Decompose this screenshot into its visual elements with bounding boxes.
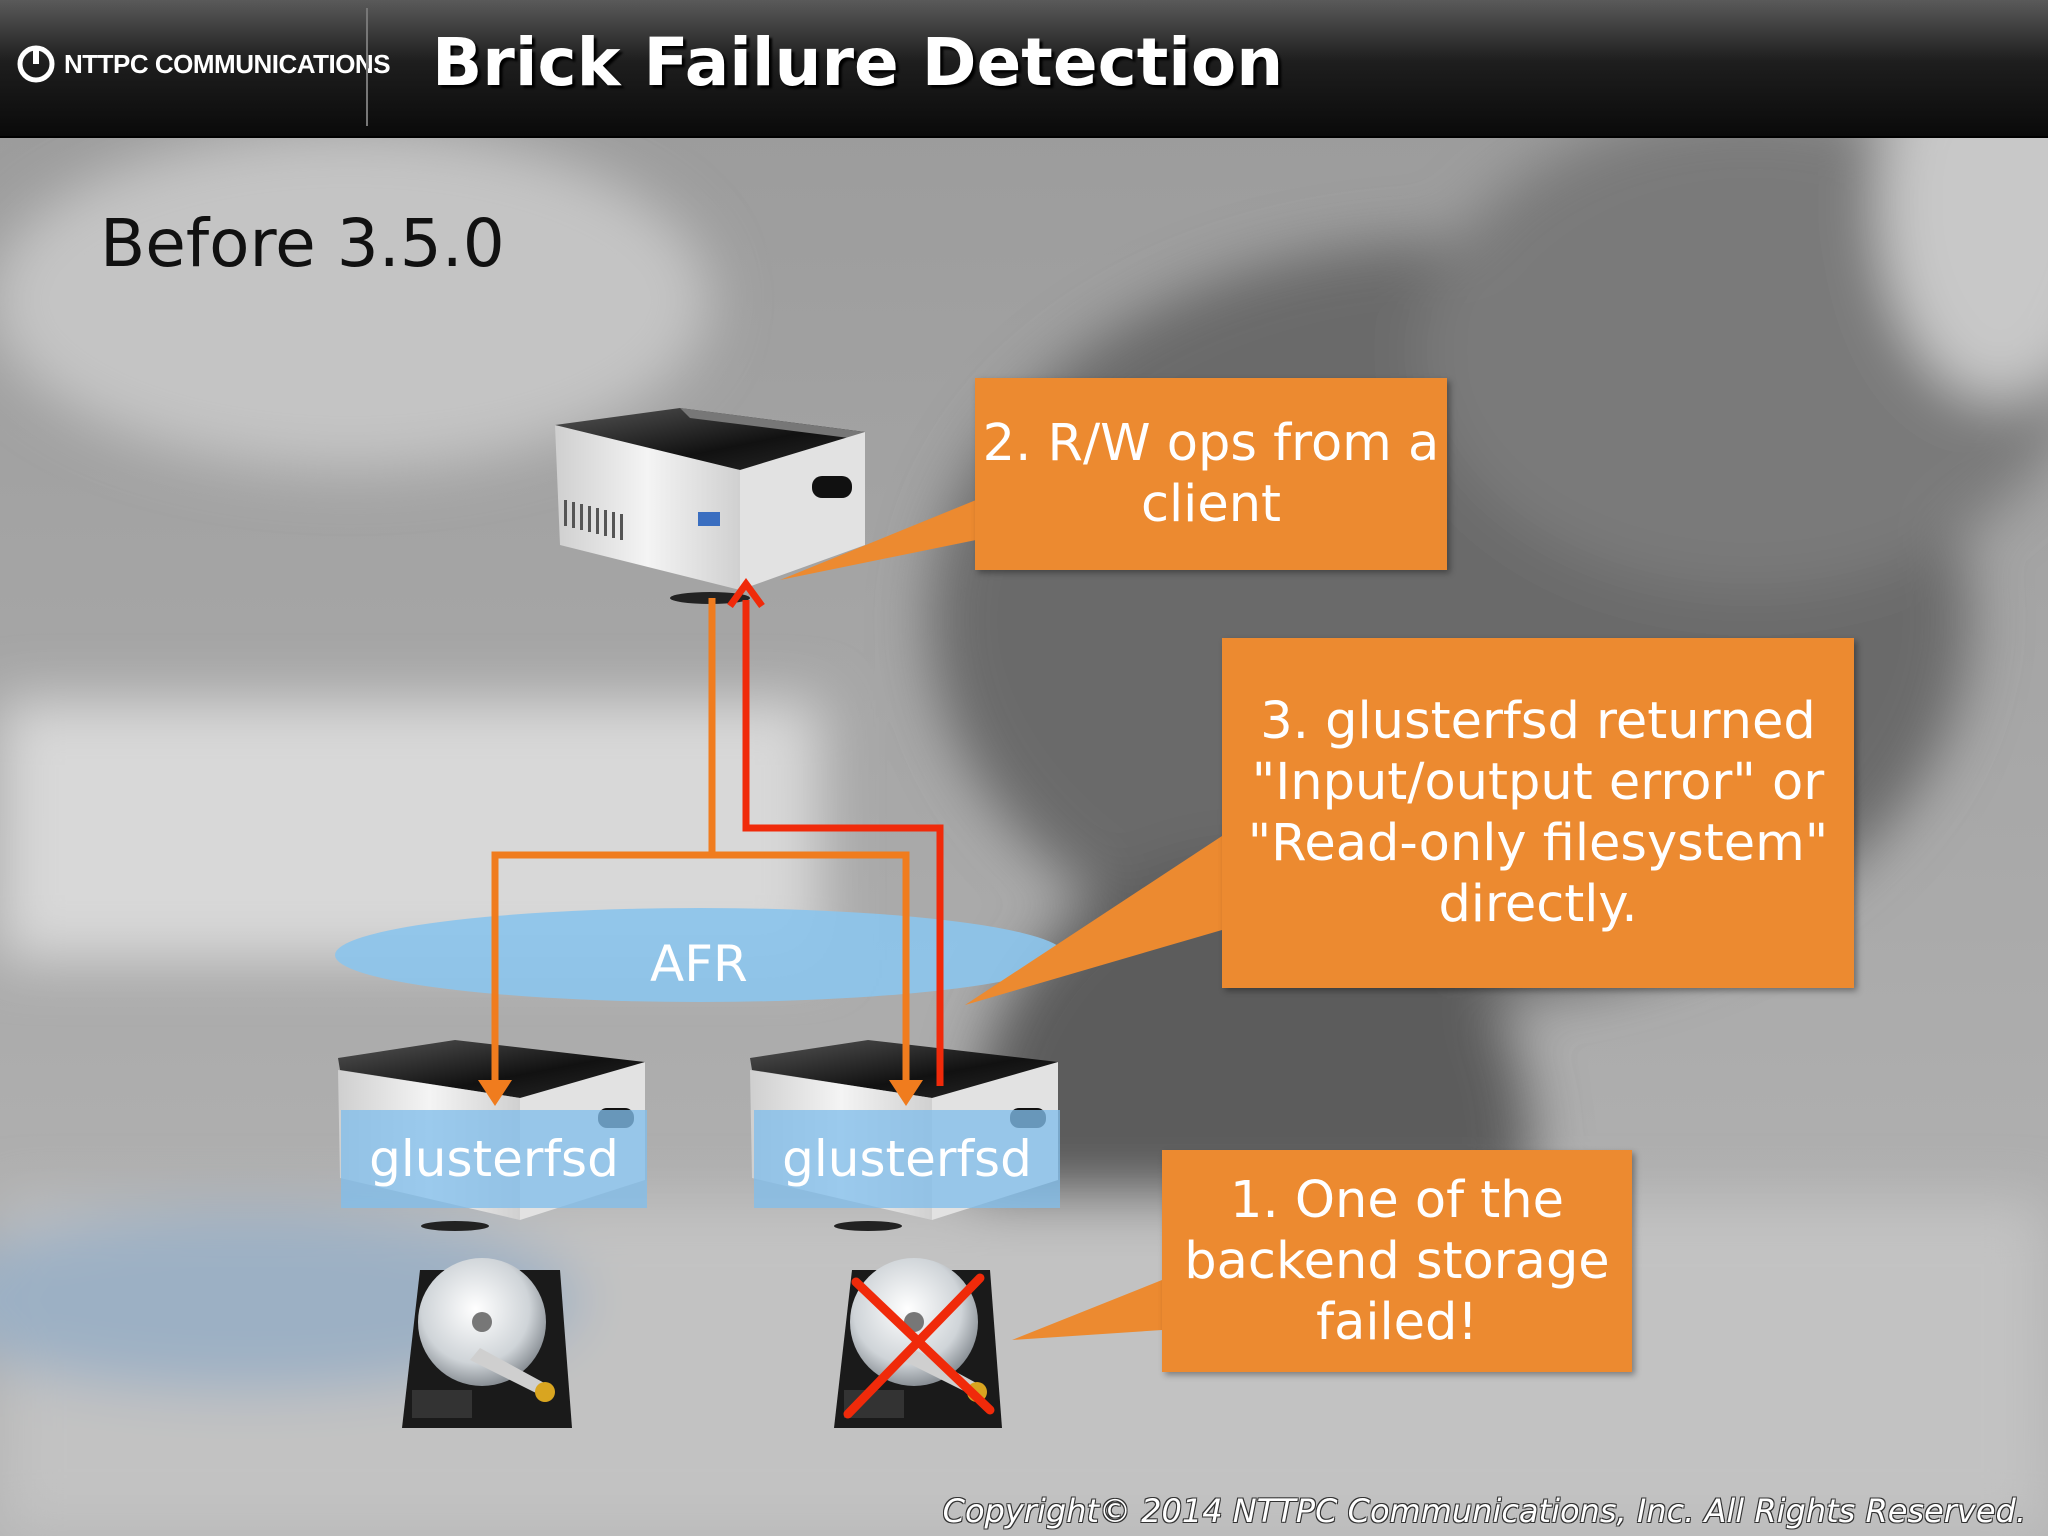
- logo-icon: [17, 45, 55, 83]
- slide-subtitle: Before 3.5.0: [100, 205, 505, 282]
- slide-header: NTTPC COMMUNICATIONS Brick Failure Detec…: [0, 0, 2048, 138]
- copyright-notice: Copyright© 2014 NTTPC Communications, In…: [942, 1492, 2026, 1530]
- callout-failure-text: 1. One of the backend storage failed!: [1184, 1170, 1610, 1352]
- slide-title: Brick Failure Detection: [432, 24, 1284, 101]
- hard-disk-left-icon: [402, 1258, 572, 1428]
- arrow-head-left: [478, 1080, 512, 1106]
- callout-failure-pointer: [1012, 1280, 1162, 1340]
- request-arrows: [491, 598, 910, 1088]
- client-pc-icon: [555, 408, 865, 604]
- callout-client-text: 2. R/W ops from a client: [982, 414, 1440, 534]
- company-logo: NTTPC COMMUNICATIONS: [16, 44, 391, 84]
- callout-client-pointer: [780, 500, 976, 580]
- error-arrow-head: [727, 578, 765, 609]
- callout-client-ops: 2. R/W ops from a client: [975, 378, 1447, 570]
- callout-error-pointer: [965, 836, 1222, 1005]
- afr-label: AFR: [650, 935, 748, 993]
- glusterfsd-right-label: glusterfsd: [754, 1110, 1060, 1208]
- failure-x-icon: [843, 1273, 995, 1419]
- arrow-head-right: [889, 1080, 923, 1106]
- glusterfsd-left-label: glusterfsd: [341, 1110, 647, 1208]
- callout-storage-failed: 1. One of the backend storage failed!: [1162, 1150, 1632, 1372]
- afr-ellipse: [335, 908, 1065, 1002]
- callout-error-returned: 3. glusterfsd returned "Input/output err…: [1222, 638, 1854, 988]
- callout-error-text: 3. glusterfsd returned "Input/output err…: [1247, 692, 1829, 934]
- header-divider: [366, 8, 368, 126]
- logo-text: NTTPC COMMUNICATIONS: [64, 48, 391, 79]
- error-return-arrow: [742, 600, 944, 1086]
